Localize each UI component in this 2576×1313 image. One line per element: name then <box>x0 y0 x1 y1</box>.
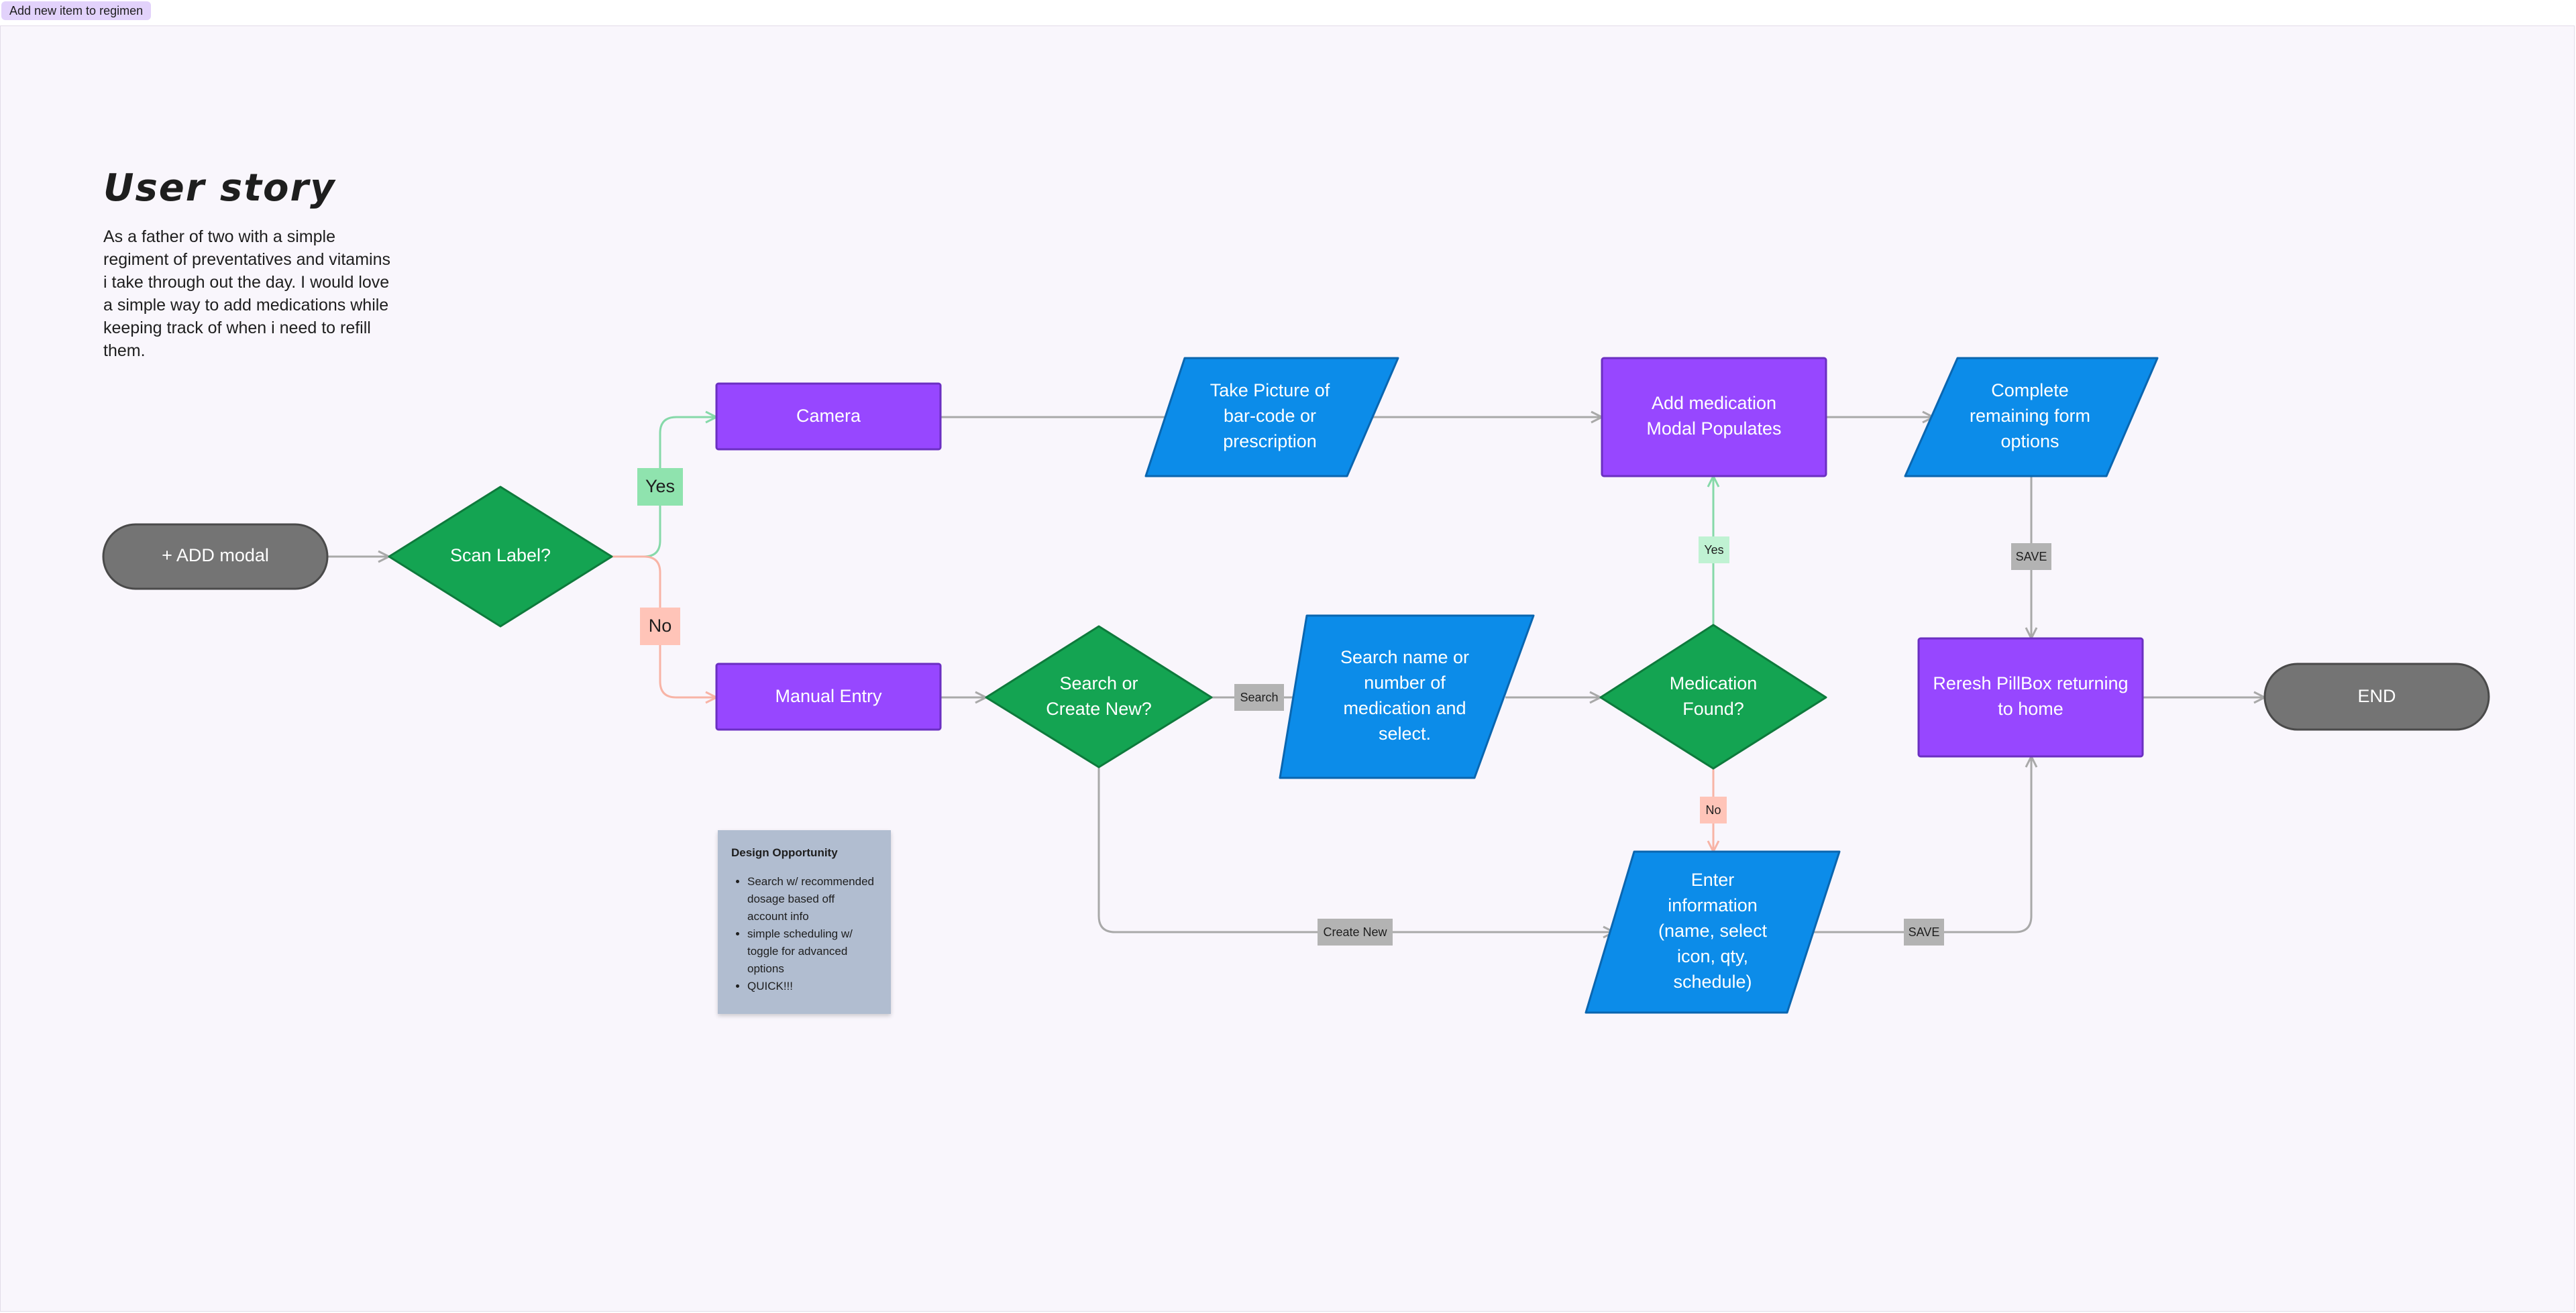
node-search-name-line: Search name or <box>1340 647 1469 667</box>
node-camera[interactable]: Camera <box>715 382 942 451</box>
node-search-or-create-line: Create New? <box>1046 699 1152 719</box>
node-camera-label: Camera <box>796 406 861 426</box>
edge-label-create-new[interactable]: Create New <box>1318 919 1393 946</box>
flowchart-canvas[interactable] <box>0 25 2575 1312</box>
design-note-item: Search w/ recommended dosage based off a… <box>747 873 877 925</box>
design-note-list: Search w/ recommended dosage based off a… <box>731 873 877 995</box>
node-add-medication-line: Add medication <box>1652 393 1776 413</box>
node-complete-remaining-line: Complete <box>1991 380 2069 400</box>
node-complete-remaining[interactable]: Complete remaining form options <box>1904 357 2159 477</box>
node-enter-information-line: information <box>1668 895 1758 915</box>
edge-label-create-new-text: Create New <box>1323 925 1387 939</box>
node-take-picture-line: bar-code or <box>1224 406 1316 426</box>
edge-enter-to-refresh <box>1811 756 2031 933</box>
node-add-modal[interactable]: + ADD modal <box>102 523 329 590</box>
user-story-body: As a father of two with a simple regimen… <box>103 227 390 360</box>
node-scan-label-decision[interactable]: Scan Label? <box>388 486 613 628</box>
node-add-medication[interactable]: Add medication Modal Populates <box>1601 357 1827 477</box>
node-refresh-pillbox-line: to home <box>1998 699 2063 719</box>
node-take-picture-line: Take Picture of <box>1210 380 1330 400</box>
node-enter-information-line: Enter <box>1691 870 1735 890</box>
design-note-item: QUICK!!! <box>747 978 877 995</box>
node-take-picture-line: prescription <box>1223 431 1317 451</box>
edge-label-no-scan[interactable]: No <box>640 608 680 645</box>
user-story-title: User story <box>103 166 336 210</box>
edge-label-save-enter[interactable]: SAVE <box>1904 919 1944 946</box>
node-medication-found-line: Found? <box>1682 699 1744 719</box>
edge-label-save-enter-text: SAVE <box>1909 925 1940 939</box>
node-search-name[interactable]: Search name or number of medication and … <box>1279 614 1535 779</box>
design-note-item: simple scheduling w/ toggle for advanced… <box>747 925 877 978</box>
node-manual-entry[interactable]: Manual Entry <box>715 663 942 731</box>
node-add-medication-line: Modal Populates <box>1646 418 1781 439</box>
node-take-picture[interactable]: Take Picture of bar-code or prescription <box>1144 357 1399 477</box>
edge-label-yes-found[interactable]: Yes <box>1699 536 1729 563</box>
node-add-modal-label: + ADD modal <box>162 545 269 565</box>
node-enter-information[interactable]: Enter information (name, select icon, qt… <box>1585 850 1841 1014</box>
edge-label-no-found-text: No <box>1705 803 1721 817</box>
node-search-or-create-decision[interactable]: Search or Create New? <box>985 625 1213 768</box>
edge-label-save-complete[interactable]: SAVE <box>2011 543 2051 570</box>
edge-label-no-found[interactable]: No <box>1700 797 1727 823</box>
node-complete-remaining-line: options <box>2000 431 2059 451</box>
edge-label-yes-found-text: Yes <box>1704 543 1723 557</box>
frame-label[interactable]: Add new item to regimen <box>1 1 152 20</box>
node-scan-label-text: Scan Label? <box>450 545 551 565</box>
edge-search-create-to-enter <box>1097 767 1614 932</box>
node-end[interactable]: END <box>2263 663 2490 731</box>
node-medication-found-line: Medication <box>1670 673 1758 693</box>
node-complete-remaining-line: remaining form <box>1970 406 2090 426</box>
design-note-title: Design Opportunity <box>731 846 838 859</box>
edge-label-yes-scan[interactable]: Yes <box>637 468 683 506</box>
edge-label-yes-scan-text: Yes <box>645 476 675 496</box>
edge-label-save-complete-text: SAVE <box>2016 550 2047 563</box>
node-refresh-pillbox-line: Reresh PillBox returning <box>1933 673 2128 693</box>
edge-label-no-scan-text: No <box>649 616 672 636</box>
edge-label-search[interactable]: Search <box>1234 684 1284 711</box>
node-search-name-line: medication and <box>1343 698 1466 718</box>
node-search-name-line: number of <box>1364 673 1446 693</box>
node-manual-entry-label: Manual Entry <box>775 686 882 706</box>
node-end-label: END <box>2357 686 2396 706</box>
node-enter-information-line: (name, select <box>1658 921 1768 941</box>
node-medication-found-decision[interactable]: Medication Found? <box>1599 624 1827 770</box>
node-search-name-line: select. <box>1379 724 1431 744</box>
node-refresh-pillbox[interactable]: Reresh PillBox returning to home <box>1917 637 2144 758</box>
node-search-or-create-line: Search or <box>1059 673 1138 693</box>
connectors <box>327 417 2265 932</box>
node-enter-information-line: schedule) <box>1673 972 1752 992</box>
edge-label-search-text: Search <box>1240 691 1278 704</box>
node-enter-information-line: icon, qty, <box>1677 946 1748 966</box>
design-opportunity-sticky-note[interactable]: Design Opportunity Search w/ recommended… <box>718 830 891 1014</box>
